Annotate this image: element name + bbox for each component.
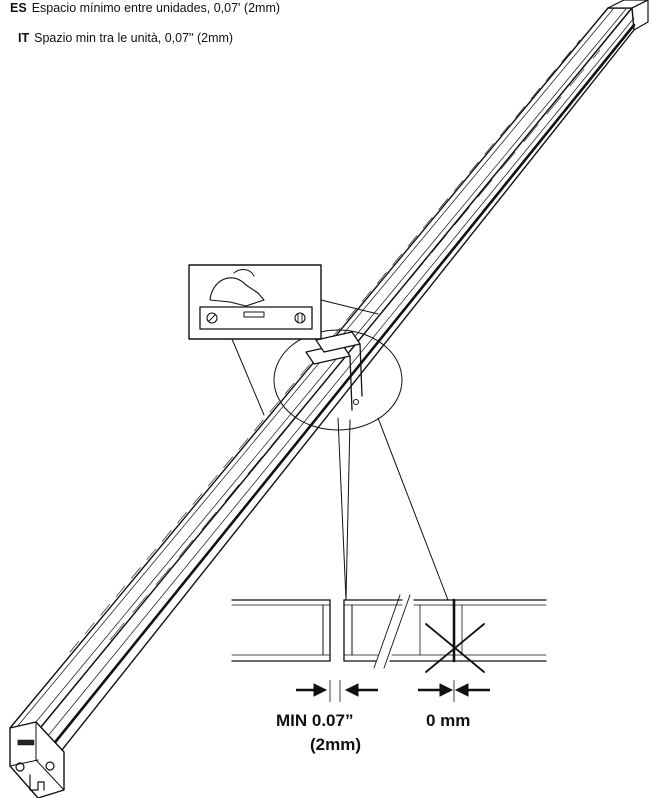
brand-logo xyxy=(17,739,35,746)
lang-code-es: ES xyxy=(10,1,27,15)
caption-it: IT Spazio min tra le unità, 0,07" (2mm) xyxy=(18,31,233,45)
detail-incorrect-no-gap xyxy=(389,598,547,673)
detail-correct-gap xyxy=(231,594,411,669)
caption-es-text: Espacio mínimo entre unidades, 0,07' (2m… xyxy=(31,1,281,15)
min-gap-mm-label: (2mm) xyxy=(310,735,362,754)
caption-it-text: Spazio min tra le unità, 0,07" (2mm) xyxy=(34,31,234,45)
spirit-level-inset xyxy=(188,264,379,416)
profile-joint xyxy=(305,331,363,411)
end-cap-left xyxy=(9,721,65,798)
zero-gap-label: 0 mm xyxy=(426,711,471,730)
detail-magnifier-circle xyxy=(273,329,449,601)
light-profile-rail xyxy=(9,0,649,766)
caption-es: ES Espacio mínimo entre unidades, 0,07' (… xyxy=(10,1,280,15)
min-gap-label: MIN 0.07” xyxy=(276,711,354,730)
gap-arrows xyxy=(296,680,490,702)
lang-code-it: IT xyxy=(18,31,30,45)
